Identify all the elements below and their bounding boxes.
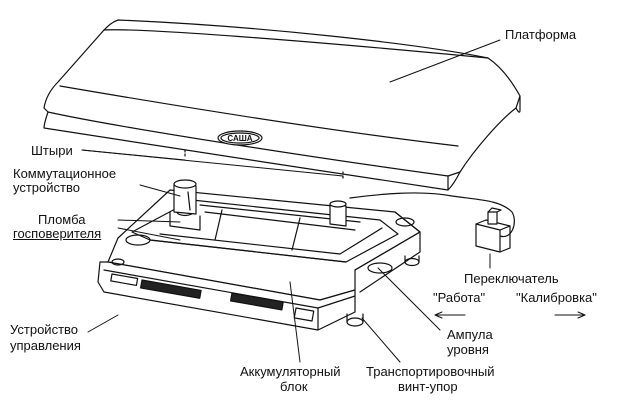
mode-switch (475, 207, 511, 253)
switch-cable (349, 192, 515, 238)
label-transport-screw-line1: Транспортировочный (366, 364, 495, 379)
label-level-vial-line1: Ампула (447, 327, 493, 342)
scale-base (97, 189, 421, 331)
label-switching-device-line2: устройство (13, 180, 80, 195)
platform-cover (43, 19, 521, 191)
label-seal-line1: Пломба (38, 212, 86, 227)
label-control-device-line2: управления (10, 338, 81, 353)
switching-device (169, 179, 201, 231)
label-control-device-line1: Устройство (10, 322, 79, 337)
label-mode-calibration: "Калибровка" (516, 290, 597, 305)
label-battery-line1: Аккумуляторный (240, 364, 341, 379)
label-mode-work: "Работа" (433, 290, 486, 305)
label-switch: Переключатель (464, 271, 559, 286)
label-seal-line2: госповерителя (13, 226, 102, 241)
label-transport-screw-line2: винт-упор (398, 379, 458, 394)
label-level-vial-line2: уровня (447, 342, 489, 357)
label-switching-device-line1: Коммутационное (13, 166, 117, 181)
right-post (329, 200, 347, 227)
leader-lines (81, 39, 586, 363)
label-pins: Штыри (31, 143, 73, 158)
label-battery-line2: блок (280, 379, 308, 394)
label-platform: Платформа (505, 27, 577, 42)
brand-badge (217, 130, 263, 146)
brand-badge-text: САША (227, 134, 252, 143)
